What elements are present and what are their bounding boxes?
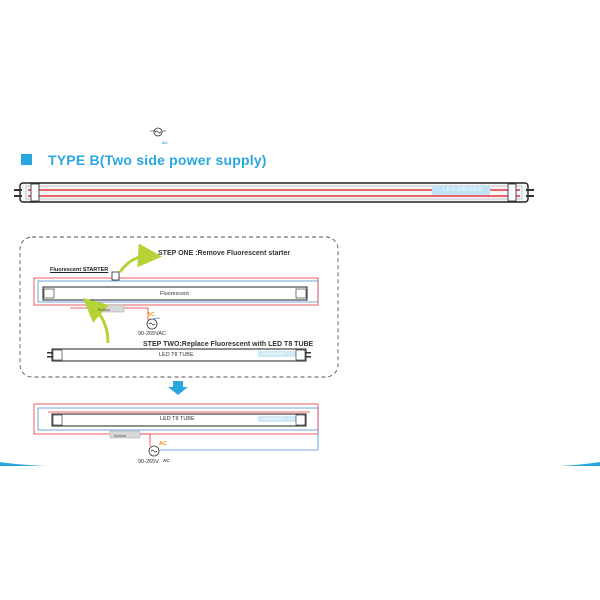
ac-source-top-icon xyxy=(150,127,166,137)
decor-swoosh-right xyxy=(560,462,600,466)
down-arrow-icon xyxy=(168,381,188,395)
voltage-label-2: 90-265V xyxy=(138,459,159,465)
led-driver-label-2: LED DRIVER xyxy=(262,352,284,356)
fluorescent-fixture xyxy=(33,271,319,330)
led-driver-label: LED DRIVER xyxy=(443,187,484,193)
led-driver-label-3: LED DRIVER xyxy=(262,417,284,421)
ballast-label-1: Ballast xyxy=(98,307,111,312)
ac-label-top: AC xyxy=(162,140,168,145)
led-tube-label-2: LED T8 TUBE xyxy=(160,416,195,422)
led-tube-label-1: LED T8 TUBE xyxy=(159,352,194,358)
ac-label-2: AC xyxy=(159,441,167,447)
fluorescent-label: Fluorescent xyxy=(160,291,189,297)
starter-label: Fluorescent STARTER xyxy=(50,267,109,273)
final-led-fixture xyxy=(33,403,319,457)
ac-source-2-icon xyxy=(148,445,160,457)
led-tube-step-two xyxy=(47,348,311,362)
ballast-box-2 xyxy=(109,430,141,439)
step-two-label: STEP TWO:Replace Fluorescent with LED T8… xyxy=(143,341,314,348)
ac-label-3: AC xyxy=(163,458,170,463)
main-led-tube xyxy=(14,182,534,203)
voltage-label-1: 90-265VAC xyxy=(138,331,167,337)
arrow-step-two xyxy=(82,298,110,344)
title-bullet-icon xyxy=(21,154,32,165)
ballast-label-2: Ballast xyxy=(114,433,127,438)
led-driver-box xyxy=(432,186,490,195)
step-one-label: STEP ONE :Remove Fluorescent starter xyxy=(158,250,291,257)
decor-swoosh-left xyxy=(0,462,48,466)
starter-icon xyxy=(111,271,120,281)
step-box xyxy=(19,236,339,378)
page-title: TYPE B(Two side power supply) xyxy=(48,152,267,168)
arrow-step-one xyxy=(118,243,162,273)
ac-label-1: AC xyxy=(147,312,155,318)
